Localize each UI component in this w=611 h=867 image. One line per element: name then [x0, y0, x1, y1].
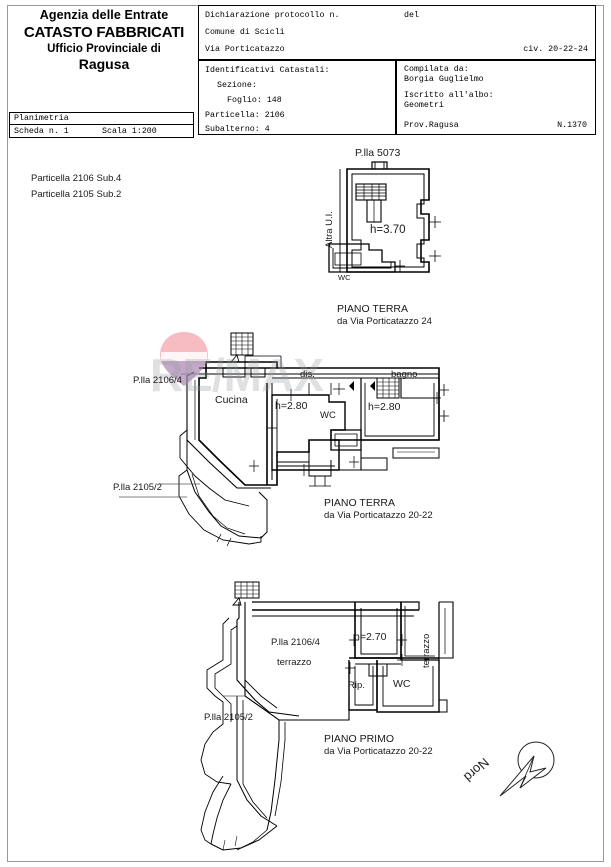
- via-value: Via Porticatazzo: [205, 45, 285, 54]
- del-label: del: [404, 11, 419, 20]
- plan-top-caption-title: PIANO TERRA: [337, 303, 408, 315]
- plan-top-caption-sub: da Via Porticatazzo 24: [337, 316, 432, 327]
- plan-middle-caption-title: PIANO TERRA: [324, 497, 395, 509]
- particella-field: Particella: 2106: [205, 111, 285, 120]
- north-arrow-icon: [499, 741, 555, 797]
- plan-middle-caption-sub: da Via Porticatazzo 20-22: [324, 510, 433, 521]
- identificativi-box: Identificativi Catastali: Sezione: Fogli…: [198, 60, 396, 135]
- floor-plans-svg: [119, 161, 454, 851]
- plan-bottom-wc-label: WC: [393, 678, 411, 690]
- plan-middle-bagno-label: bagno: [391, 369, 418, 380]
- iscritto-value: Geometri: [404, 101, 444, 110]
- plan-middle-height-right: h=2.80: [368, 401, 401, 413]
- plan-middle-parcel-left: P.lla 2106/4: [133, 375, 182, 386]
- civico-value: civ. 20-22-24: [523, 45, 588, 54]
- plan-bottom-height-label: h=2.70: [354, 631, 387, 643]
- plan-bottom-geometry: [200, 581, 454, 851]
- plan-bottom-terrazzo-label: terrazzo: [277, 657, 312, 668]
- leader-lines: [119, 373, 245, 697]
- compilata-label: Compilata da:: [404, 65, 469, 74]
- planimetria-box: Planimetria Scheda n. 1 Scala 1:200: [9, 112, 194, 138]
- scala-value: Scala 1:200: [102, 127, 157, 136]
- office-label: Ufficio Provinciale di: [47, 43, 161, 55]
- agency-header: Agenzia delle Entrate CATASTO FABBRICATI…: [14, 8, 194, 72]
- plan-middle-geometry: [178, 332, 449, 547]
- sezione-field: Sezione:: [217, 81, 257, 90]
- catasto-title: CATASTO FABBRICATI: [23, 24, 185, 41]
- particella-note-2: Particella 2105 Sub.2: [31, 189, 122, 200]
- compilata-value: Borgia Guglielmo: [404, 75, 484, 84]
- foglio-field: Foglio: 148: [227, 96, 282, 105]
- north-compass: Nord: [461, 738, 570, 815]
- protocol-box: Dichiarazione protocollo n. del Comune d…: [198, 5, 596, 60]
- document-frame: [7, 5, 604, 862]
- albo-number: N.1370: [557, 121, 587, 130]
- subalterno-field: Subalterno: 4: [205, 125, 270, 134]
- plan-bottom-caption-sub: da Via Porticatazzo 20-22: [324, 746, 433, 757]
- iscritto-label: Iscritto all'albo:: [404, 91, 494, 100]
- plan-middle-parcel-lower: P.lla 2105/2: [113, 482, 162, 493]
- plan-top-altra-ui-label: Altra U.I.: [324, 211, 335, 248]
- particella-note-1: Particella 2106 Sub.4: [31, 173, 122, 184]
- drawing-canvas: [9, 140, 602, 860]
- plan-top-height-label: h=3.70: [370, 224, 406, 236]
- comune-value: Comune di Scicli: [205, 28, 285, 37]
- plan-middle-wc-label: WC: [320, 410, 336, 421]
- compilata-box: Compilata da: Borgia Guglielmo Iscritto …: [396, 60, 596, 135]
- agency-name: Agenzia delle Entrate: [39, 8, 169, 22]
- scheda-number: Scheda n. 1: [14, 127, 69, 136]
- planimetria-details: Scheda n. 1 Scala 1:200: [10, 125, 193, 140]
- plan-bottom-parcel-lower: P.lla 2105/2: [204, 712, 253, 723]
- plan-bottom-rip-label: Rip.: [348, 680, 365, 691]
- plan-middle-dis-label: dis.: [300, 369, 315, 380]
- plan-middle-height-left: h=2.80: [275, 400, 308, 412]
- plan-bottom-caption-title: PIANO PRIMO: [324, 733, 395, 745]
- province-name: Ragusa: [78, 56, 130, 72]
- declaration-label: Dichiarazione protocollo n.: [205, 11, 340, 20]
- prov-value: Prov.Ragusa: [404, 121, 459, 130]
- plan-bottom-terrazzo-side-label: terrazzo: [421, 633, 432, 668]
- plan-bottom-parcel-main: P.lla 2106/4: [271, 637, 320, 648]
- plan-top-parcel-label: P.lla 5073: [355, 147, 401, 159]
- identificativi-title: Identificativi Catastali:: [205, 66, 330, 75]
- plan-middle-cucina-label: Cucina: [215, 394, 248, 406]
- planimetria-title: Planimetria: [10, 113, 193, 125]
- plan-top-geometry: [328, 161, 441, 273]
- plan-top-wc-label: WC: [338, 273, 351, 282]
